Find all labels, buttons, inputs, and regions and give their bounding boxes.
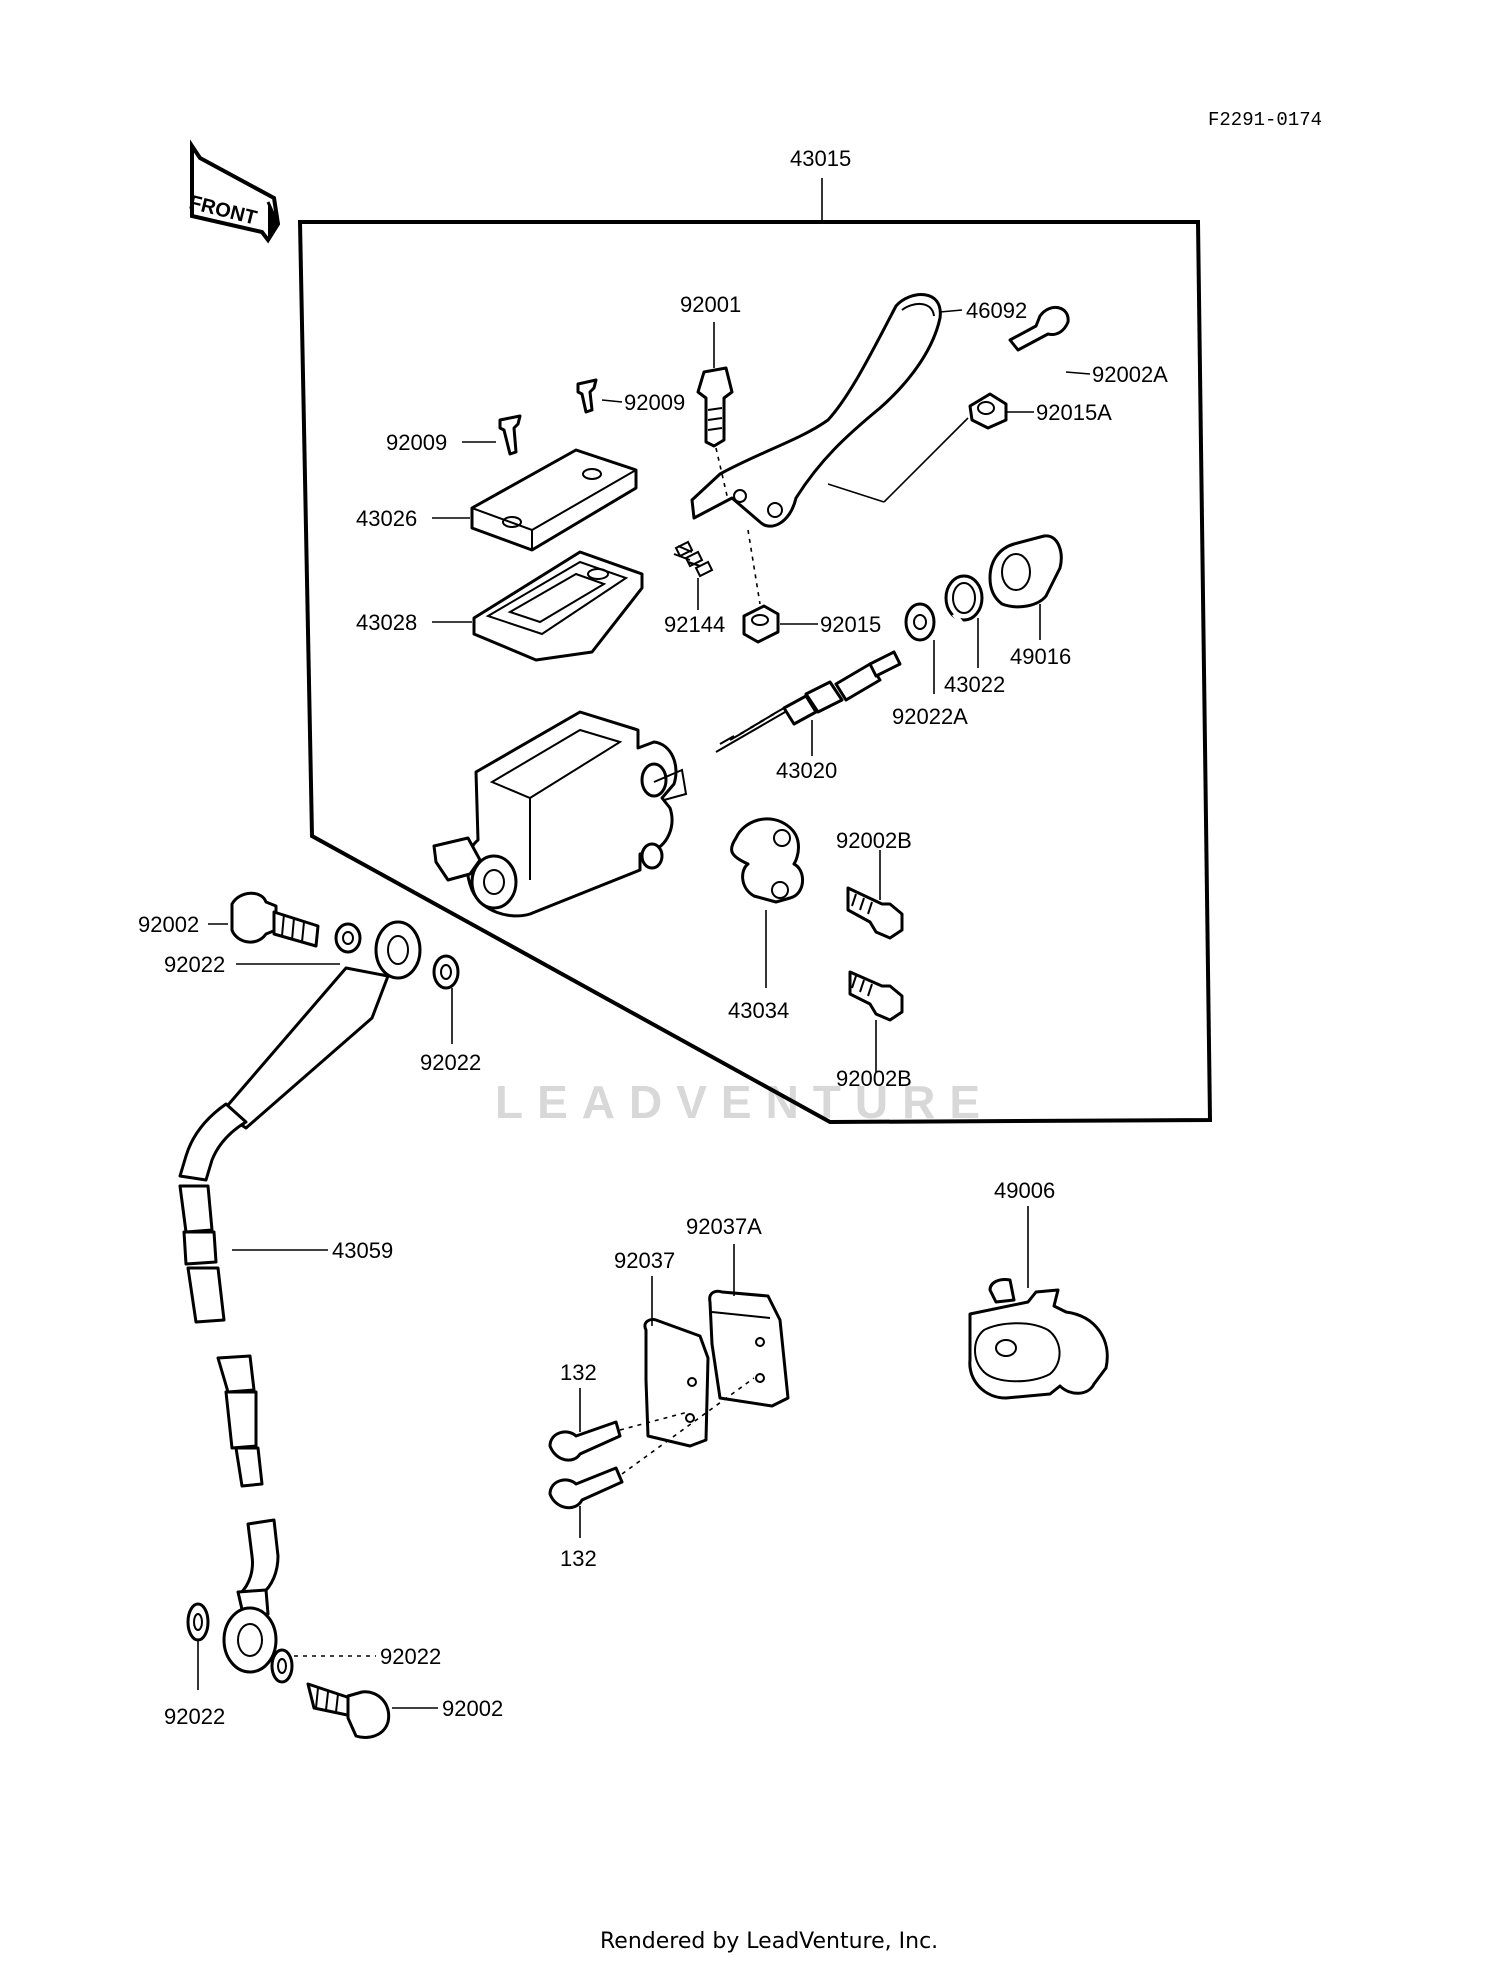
- guard-49006: [968, 1278, 1109, 1400]
- label-49016: 49016: [1010, 644, 1071, 669]
- diaphragm-43028: [472, 550, 644, 662]
- bracket-92037A: [708, 1289, 790, 1408]
- label-92022A: 92022A: [892, 704, 968, 729]
- nut-92015: [742, 604, 780, 644]
- screw-92009-upper: [576, 378, 598, 414]
- label-92002B-upper: 92002B: [836, 828, 912, 853]
- label-92037A: 92037A: [686, 1214, 762, 1239]
- lever-46092: [690, 293, 942, 528]
- label-43022: 43022: [944, 672, 1005, 697]
- washer-92022-lower-right: [270, 1648, 294, 1684]
- label-43028: 43028: [356, 610, 417, 635]
- label-92009-lower: 92009: [386, 430, 447, 455]
- label-92022-right: 92022: [420, 1050, 481, 1075]
- label-43034: 43034: [728, 998, 789, 1023]
- footer-credit: Rendered by LeadVenture, Inc.: [600, 1929, 938, 1954]
- screw-92002A: [1008, 306, 1070, 352]
- label-92015: 92015: [820, 612, 881, 637]
- label-43059: 43059: [332, 1238, 393, 1263]
- bolt-92002B-upper: [846, 886, 904, 940]
- label-92002-upper: 92002: [138, 912, 199, 937]
- label-92015A: 92015A: [1036, 400, 1112, 425]
- assembly-43015-outline: [297, 178, 1213, 1125]
- washer-92022A: [904, 602, 936, 642]
- washer-92022-lower-left: [186, 1602, 210, 1642]
- brake-hose-43059: [178, 920, 422, 1674]
- front-arrow-icon: FRONT: [187, 139, 281, 244]
- label-92022-upper: 92022: [164, 952, 225, 977]
- washer-92022-right: [432, 954, 460, 990]
- washer-92022-upper: [334, 922, 362, 954]
- banjo-bolt-92002-upper: [230, 891, 320, 948]
- label-43026: 43026: [356, 506, 417, 531]
- label-92001: 92001: [680, 292, 741, 317]
- label-92002A: 92002A: [1092, 362, 1168, 387]
- boot-49016: [988, 534, 1063, 609]
- label-132-lower: 132: [560, 1546, 597, 1571]
- clamp-43034: [730, 817, 804, 904]
- label-49006: 49006: [994, 1178, 1055, 1203]
- label-92022-lower-left: 92022: [164, 1704, 225, 1729]
- bracket-92037: [643, 1318, 710, 1448]
- diagram-code: F2291-0174: [1208, 109, 1322, 131]
- spring-92144: [674, 540, 714, 578]
- label-46092: 46092: [966, 298, 1027, 323]
- nut-92015A: [968, 392, 1008, 430]
- bolt-92002B-lower: [848, 970, 904, 1022]
- bolt-132-upper: [548, 1411, 689, 1462]
- circlip-43022: [944, 574, 984, 626]
- label-43020: 43020: [776, 758, 837, 783]
- label-43015: 43015: [790, 146, 851, 171]
- pivot-bolt-92001: [696, 366, 734, 448]
- screw-92009-lower: [498, 414, 522, 456]
- piston-43020: [715, 650, 902, 753]
- label-132-upper: 132: [560, 1360, 597, 1385]
- label-92002B-lower: 92002B: [836, 1066, 912, 1091]
- banjo-bolt-92002-lower: [306, 1682, 391, 1739]
- label-92022-lower-right: 92022: [380, 1644, 441, 1669]
- master-cylinder-body: [432, 710, 688, 918]
- bolt-132-lower: [548, 1377, 755, 1510]
- watermark: LEADVENTURE: [495, 1076, 994, 1128]
- label-92037: 92037: [614, 1248, 675, 1273]
- label-92144: 92144: [664, 612, 725, 637]
- reservoir-cap-43026: [470, 448, 638, 552]
- label-92009-upper: 92009: [624, 390, 685, 415]
- label-92002-lower: 92002: [442, 1696, 503, 1721]
